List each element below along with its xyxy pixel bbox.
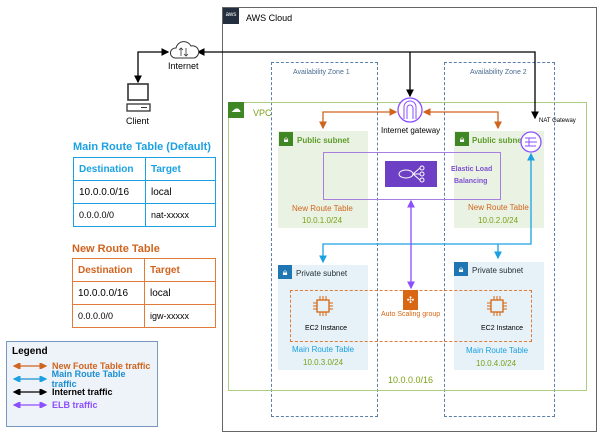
client-label: Client [126,116,150,126]
aws-cloud-label: AWS Cloud [246,13,293,23]
blue-arrow-icon [12,375,48,382]
legend-item-elb: ELB traffic [12,398,152,411]
main-route-table-title: Main Route Table (Default) [73,141,211,153]
target-cell: nat-xxxxx [145,203,216,227]
black-arrow-icon [12,388,48,395]
igw-public-subnet-1-line [319,108,398,130]
column-header: Destination [72,258,145,282]
nat-gateway-label: NAT Gateway [539,118,576,124]
lock-icon: 🔒︎ [454,262,468,276]
lock-icon: 🔒︎ [278,265,292,279]
target-cell: igw-xxxxx [144,304,216,328]
private-subnet-2-label: Private subnet [472,266,524,275]
ec2-instance-icon [487,296,507,316]
lock-icon: 🔒︎ [279,132,293,146]
igw-public-subnet-2-line [422,108,502,130]
private-subnet-1-route-table: Main Route Table [292,345,355,354]
legend: Legend New Foute Table traffic Main Rout… [6,341,158,427]
purple-arrow-icon [12,401,48,408]
public-subnet-1-label: Public subnet [297,136,350,145]
nat-private-subnet-line [319,152,535,264]
private-subnet-1-label: Private subnet [296,269,348,278]
legend-label: Main Route Table traffic [51,368,126,389]
internet-label: Internet [168,61,199,71]
column-header: Target [145,157,216,181]
destination-cell: 0.0.0.0/0 [72,304,145,328]
column-header: Destination [73,157,146,181]
orange-arrow-icon [12,362,48,369]
vpc-cidr: 10.0.0.0/16 [388,375,434,385]
legend-label: New Foute Table traffic [52,360,151,371]
legend-label: ELB traffic [52,399,98,410]
private-subnet-1 [278,265,368,370]
internet-gateway-icon [397,97,423,123]
legend-title: Legend [12,346,48,357]
private-subnet-1-cidr: 10.0.3.0/24 [303,358,344,367]
client-desktop-icon [126,83,151,112]
ec2-instance-icon [313,296,333,316]
legend-item-new-route: New Foute Table traffic [12,359,152,372]
target-cell: local [145,180,216,204]
auto-scaling-icon: ✣ [403,290,418,310]
aws-logo-icon: aws [223,8,239,24]
destination-cell: 10.0.0.0/16 [72,281,145,305]
target-cell: local [144,281,216,305]
ec2-instance-1-label: EC2 Instance [305,325,348,332]
internet-cloud-icon [169,41,200,59]
internet-nat-line [196,48,539,120]
legend-item-internet: Internet traffic [12,385,152,398]
private-subnet-2 [454,262,544,370]
legend-item-main-route: Main Route Table traffic [12,369,152,389]
destination-cell: 10.0.0.0/16 [73,180,146,204]
destination-cell: 0.0.0.0/0 [73,203,146,227]
lock-icon: 🔒︎ [455,132,469,146]
legend-label: Internet traffic [52,386,113,397]
internet-client-line [134,48,170,84]
private-subnet-2-cidr: 10.0.4.0/24 [476,359,517,368]
ec2-instance-2-label: EC2 Instance [481,325,524,332]
private-subnet-2-route-table: Main Route Table [466,346,529,355]
column-header: Target [144,258,216,282]
internet-gateway-label: Internet gateway [381,126,441,135]
new-route-table-title: New Route Table [72,243,160,255]
aws-cloud-group [222,7,597,432]
public-subnet-2-label: Public subnet [472,136,525,145]
auto-scaling-label: Auto Scaling group [381,311,441,318]
